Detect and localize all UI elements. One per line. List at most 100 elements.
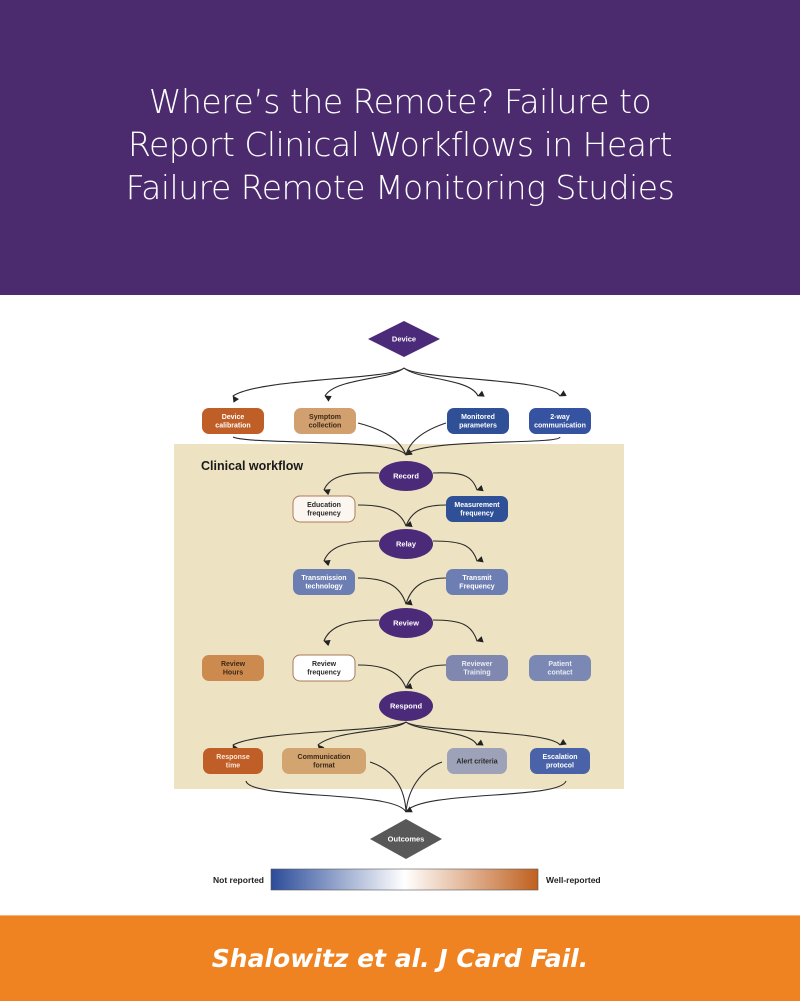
review-hours-rect bbox=[202, 655, 264, 681]
communication-format-text: Communication bbox=[298, 754, 351, 761]
escalation-protocol-text: Escalation bbox=[542, 754, 577, 761]
communication-format-rect bbox=[282, 748, 366, 774]
2-way-communication-text: 2-way bbox=[550, 414, 570, 421]
monitored-parameters-box: Monitored parameters bbox=[447, 408, 509, 434]
title-line-3: Failure Remote Monitoring Studies bbox=[125, 168, 675, 207]
connector-arrow bbox=[323, 619, 380, 647]
review-frequency-rect bbox=[292, 654, 356, 682]
measurement-frequency-text: frequency bbox=[460, 511, 494, 518]
relay-text: Relay bbox=[396, 540, 417, 549]
record-ellipse bbox=[379, 461, 433, 491]
response-time-text: Response bbox=[216, 754, 250, 761]
transmit-frequency-text: Transmit bbox=[462, 575, 492, 582]
escalation-protocol-text: protocol bbox=[546, 763, 574, 770]
review-frequency-text: Review bbox=[312, 661, 337, 668]
record-stage: Record bbox=[379, 461, 433, 491]
monitored-parameters-text: parameters bbox=[459, 423, 497, 430]
device-calibration-text: Device bbox=[222, 414, 245, 421]
connector-arrow bbox=[432, 619, 484, 643]
escalation-protocol-rect bbox=[530, 748, 590, 774]
2-way-communication-box: 2-way communication bbox=[529, 408, 591, 434]
symptom-collection-box: Symptom collection bbox=[294, 408, 356, 434]
connector-arrows bbox=[232, 367, 567, 813]
review-frequency-box: Review frequency bbox=[292, 654, 356, 682]
response-time-box: Response time bbox=[203, 748, 263, 774]
escalation-protocol-box: Escalation protocol bbox=[530, 748, 590, 774]
connector-arrow bbox=[405, 504, 447, 527]
alert-criteria-box: Alert criteria bbox=[447, 748, 507, 774]
connector-arrow bbox=[405, 721, 567, 746]
response-time-rect bbox=[203, 748, 263, 774]
clinical-workflow-label: Clinical workflow bbox=[201, 459, 303, 473]
connector-arrow bbox=[405, 664, 447, 689]
connector-arrow bbox=[432, 472, 484, 492]
connector-arrow bbox=[357, 504, 413, 527]
connector-arrow bbox=[323, 472, 380, 496]
connector-arrow bbox=[357, 664, 413, 689]
citation-text: Shalowitz et al. J Card Fail. bbox=[211, 944, 589, 973]
communication-format-box: Communication format bbox=[282, 748, 366, 774]
relay-ellipse bbox=[379, 529, 433, 559]
connector-arrow bbox=[405, 721, 484, 746]
transmission-technology-text: Transmission bbox=[301, 575, 346, 582]
connector-arrow bbox=[357, 422, 407, 456]
measurement-frequency-box: Measurement frequency bbox=[446, 496, 508, 522]
transmit-frequency-text: Frequency bbox=[459, 584, 495, 591]
respond-text: Respond bbox=[390, 702, 423, 711]
review-frequency-text: frequency bbox=[307, 670, 341, 677]
connector-arrow bbox=[405, 761, 443, 813]
education-frequency-text: frequency bbox=[307, 511, 341, 518]
title-banner: Where’s the Remote? Failure to Report Cl… bbox=[0, 0, 800, 295]
symptom-collection-text: Symptom bbox=[309, 414, 341, 421]
reviewer-training-text: Reviewer bbox=[462, 661, 493, 668]
education-frequency-rect bbox=[292, 495, 356, 523]
connector-arrow bbox=[357, 577, 413, 606]
patient-contact-rect bbox=[529, 655, 591, 681]
diagram-nodes: DeviceDevicecalibrationSymptomcollection… bbox=[202, 321, 591, 859]
device-diamond: Device bbox=[368, 321, 440, 357]
symptom-collection-rect bbox=[294, 408, 356, 434]
legend-gradient-bar bbox=[270, 868, 539, 891]
connector-arrow bbox=[405, 422, 447, 456]
respond-ellipse bbox=[379, 691, 433, 721]
review-hours-text: Hours bbox=[223, 670, 243, 677]
legend-left-label: Not reported bbox=[213, 875, 264, 885]
connector-arrow bbox=[405, 780, 567, 813]
connector-arrow bbox=[324, 367, 405, 402]
connector-arrow bbox=[323, 540, 380, 567]
connector-arrow bbox=[403, 367, 485, 397]
title-line-1: Where’s the Remote? Failure to bbox=[148, 82, 652, 121]
transmission-technology-text: technology bbox=[305, 584, 342, 591]
reviewer-training-text: Training bbox=[463, 670, 490, 677]
connector-arrow bbox=[245, 780, 413, 813]
alert-criteria-text: Alert criteria bbox=[456, 758, 497, 765]
page-title: Where’s the Remote? Failure to Report Cl… bbox=[0, 80, 800, 209]
connector-arrow bbox=[405, 577, 447, 605]
patient-contact-text: Patient bbox=[548, 661, 572, 668]
connector-arrow bbox=[317, 721, 407, 752]
symptom-collection-text: collection bbox=[309, 423, 342, 430]
transmission-technology-box: Transmission technology bbox=[293, 569, 355, 595]
citation-banner: Shalowitz et al. J Card Fail. bbox=[0, 915, 800, 1001]
measurement-frequency-text: Measurement bbox=[454, 502, 500, 509]
reviewer-training-rect bbox=[446, 655, 508, 681]
record-text: Record bbox=[393, 472, 419, 481]
alert-criteria-rect bbox=[447, 748, 507, 774]
workflow-diagram-svg: Clinical workflow DeviceDevicecalibratio… bbox=[174, 321, 624, 891]
connector-arrow bbox=[232, 721, 407, 752]
transmission-technology-rect bbox=[293, 569, 355, 595]
monitored-parameters-rect bbox=[447, 408, 509, 434]
device-calibration-rect bbox=[202, 408, 264, 434]
review-ellipse bbox=[379, 608, 433, 638]
relay-stage: Relay bbox=[379, 529, 433, 559]
response-time-text: time bbox=[226, 763, 241, 770]
monitored-parameters-text: Monitored bbox=[461, 414, 495, 421]
legend-right-label: Well-reported bbox=[546, 875, 601, 885]
communication-format-text: format bbox=[313, 763, 335, 770]
2-way-communication-text: communication bbox=[534, 423, 586, 430]
